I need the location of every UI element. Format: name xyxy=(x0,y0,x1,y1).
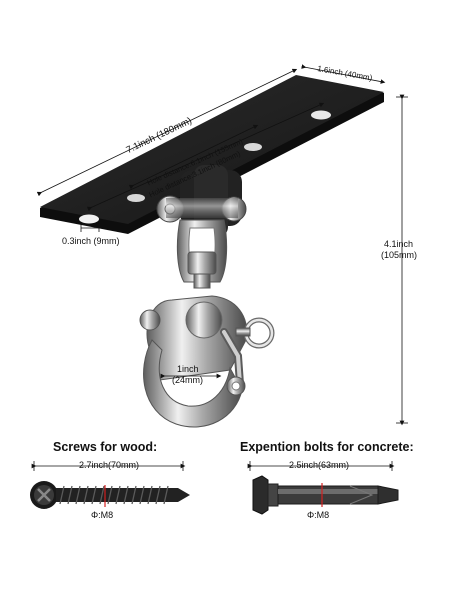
mounting-hole xyxy=(311,110,331,120)
wood-screw xyxy=(30,481,190,509)
mounting-hole xyxy=(244,143,262,151)
gate-opening-inch-label: 1inch xyxy=(177,364,199,374)
screws-title: Screws for wood: xyxy=(53,440,158,454)
gate-opening-mm-label: (24mm) xyxy=(172,375,203,385)
bolts-title: Expention bolts for concrete: xyxy=(240,440,414,454)
dimension-lines xyxy=(31,64,408,471)
hole-diameter-label: 0.3inch (9mm) xyxy=(62,236,120,246)
mounting-hole xyxy=(127,194,145,202)
mounting-hole xyxy=(79,214,99,224)
swivel-eye xyxy=(176,219,228,289)
bolt-diameter-label: Φ:M8 xyxy=(307,510,330,520)
screw-diameter-label: Φ:M8 xyxy=(91,510,114,520)
screw-length-label: 2.7inch(70mm) xyxy=(79,460,140,470)
height-mm-label: (105mm) xyxy=(381,250,418,260)
bolt-length-label: 2.5inch(63mm) xyxy=(289,460,350,470)
expansion-bolt xyxy=(252,475,399,515)
height-inch-label: 4.1inch xyxy=(384,239,414,249)
snap-shackle xyxy=(139,295,275,428)
